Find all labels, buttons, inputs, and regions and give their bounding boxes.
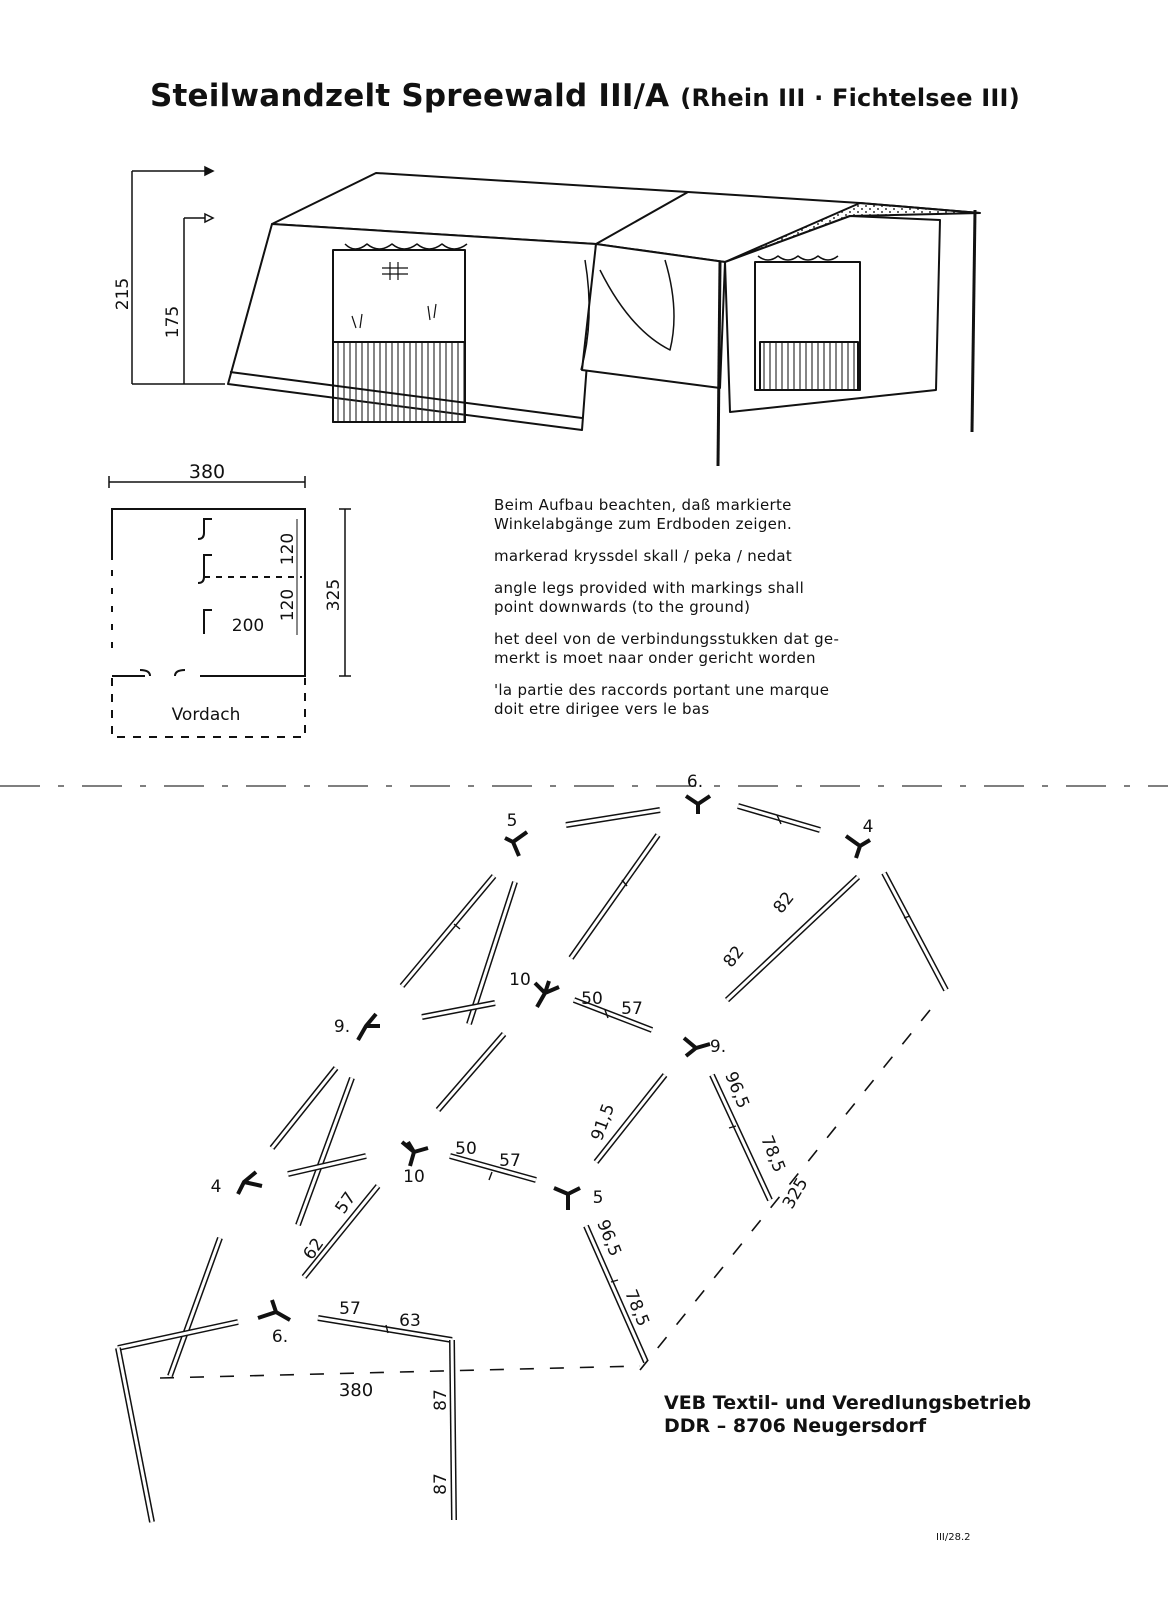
note-line: doit etre dirigee vers le bas <box>494 700 710 718</box>
note-line: Winkelabgänge zum Erdboden zeigen. <box>494 515 793 533</box>
note-english: angle legs provided with markings shall … <box>494 579 914 617</box>
pole-label: 50 <box>581 989 603 1009</box>
pole-label: 62 <box>300 1235 329 1264</box>
frame-depth-label: 325 <box>779 1174 813 1212</box>
connector-label-10-bottom: 10 <box>403 1167 425 1187</box>
connector-label-6-bottom: 6. <box>272 1327 288 1347</box>
dim-depth: 325 <box>324 579 344 611</box>
manufacturer-line-1: VEB Textil- und Veredlungsbetrieb <box>664 1392 1032 1414</box>
note-line: Beim Aufbau beachten, daß markierte <box>494 496 792 514</box>
pole-label: 50 <box>455 1139 477 1159</box>
dim-height-total: 215 <box>113 278 133 310</box>
dim-inner-120-a: 120 <box>278 533 298 565</box>
tent-pole-canopy <box>970 209 977 433</box>
connector-set <box>236 794 872 1322</box>
frame-diagram <box>115 794 949 1523</box>
connector-label-6-top: 6. <box>687 772 703 792</box>
pole-label: 57 <box>621 999 643 1019</box>
pole-label: 82 <box>770 888 799 917</box>
manufacturer-line-2: DDR – 8706 Neugersdorf <box>664 1415 927 1437</box>
connector-label-10-top: 10 <box>509 970 531 990</box>
pole-label: 87 <box>431 1389 451 1411</box>
pole-label: 87 <box>431 1473 451 1495</box>
connector-label-9-right: 9. <box>710 1037 726 1057</box>
tent-drawing <box>227 172 981 467</box>
dim-inner-120-b: 120 <box>278 589 298 621</box>
frame-outline-dashed <box>159 1009 931 1379</box>
connector-label-5-top: 5 <box>507 811 518 831</box>
dim-width: 380 <box>189 461 225 483</box>
note-french: 'la partie des raccords portant une marq… <box>494 681 914 719</box>
tent-door-opening <box>581 243 726 389</box>
connector-labels: 6. 5 4 10 9. 9. 4 10 5 6. <box>211 772 874 1347</box>
connector-label-5-bottom: 5 <box>593 1188 604 1208</box>
pole-label: 82 <box>720 942 749 971</box>
note-swedish: markerad kryssdel skall / peka / nedat <box>494 547 914 566</box>
note-line: merkt is moet naar onder gericht worden <box>494 649 816 667</box>
connector-label-9-left: 9. <box>334 1017 350 1037</box>
floor-plan <box>108 476 351 738</box>
tent-pole-front <box>716 261 722 467</box>
pole-label: 78,5 <box>756 1133 789 1176</box>
height-dimensions <box>131 165 225 385</box>
note-german: Beim Aufbau beachten, daß markierte Wink… <box>494 496 914 534</box>
document-reference: III/28.2 <box>936 1532 971 1543</box>
page-title: Steilwandzelt Spreewald III/A (Rhein III… <box>150 78 1020 114</box>
connector-label-4-bottom: 4 <box>211 1177 222 1197</box>
assembly-notes: Beim Aufbau beachten, daß markierte Wink… <box>494 496 914 732</box>
title-sub: (Rhein III · Fichtelsee III) <box>680 84 1020 112</box>
note-line: markerad kryssdel skall / peka / nedat <box>494 547 793 565</box>
pole-label: 57 <box>499 1151 521 1171</box>
pole-label: 57 <box>339 1299 361 1319</box>
dim-height-wall: 175 <box>163 306 183 338</box>
pole-label: 63 <box>399 1311 421 1331</box>
pole-set <box>115 803 949 1523</box>
note-dutch: het deel von de verbindungsstukken dat g… <box>494 630 914 668</box>
note-line: het deel von de verbindungsstukken dat g… <box>494 630 840 648</box>
title-main: Steilwandzelt Spreewald III/A <box>150 78 670 114</box>
frame-width-label: 380 <box>339 1380 373 1401</box>
label-vordach: Vordach <box>172 705 241 725</box>
note-line: point downwards (to the ground) <box>494 598 751 616</box>
dim-inner-200: 200 <box>232 616 264 636</box>
connector-label-4-top: 4 <box>863 817 874 837</box>
note-line: angle legs provided with markings shall <box>494 579 805 597</box>
note-line: 'la partie des raccords portant une marq… <box>494 681 830 699</box>
manufacturer-block: VEB Textil- und Veredlungsbetrieb DDR – … <box>664 1392 1031 1438</box>
tent-front-wall <box>227 223 597 431</box>
